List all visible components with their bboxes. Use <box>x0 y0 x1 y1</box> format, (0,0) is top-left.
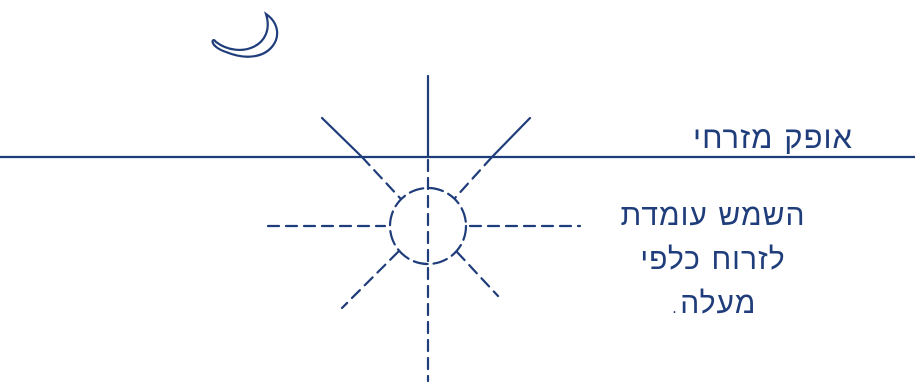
caption-line-3: מעלה. <box>583 282 843 326</box>
ray-upper-right-dashed <box>455 157 492 198</box>
caption: השמש עומדת לזרוח כלפי מעלה. <box>583 194 843 326</box>
crescent-moon-icon <box>213 14 278 57</box>
ray-upper-left-dashed <box>362 157 400 198</box>
ray-lower-left-dashed <box>342 252 398 308</box>
caption-line-1: השמש עומדת <box>583 194 843 238</box>
ray-upper-right-solid <box>492 118 530 157</box>
ray-lower-right-dashed <box>457 252 498 296</box>
eastern-horizon-label: אופק מזרחי <box>693 118 853 158</box>
ray-upper-left-solid <box>322 118 362 157</box>
caption-line-2: לזרוח כלפי <box>583 238 843 282</box>
